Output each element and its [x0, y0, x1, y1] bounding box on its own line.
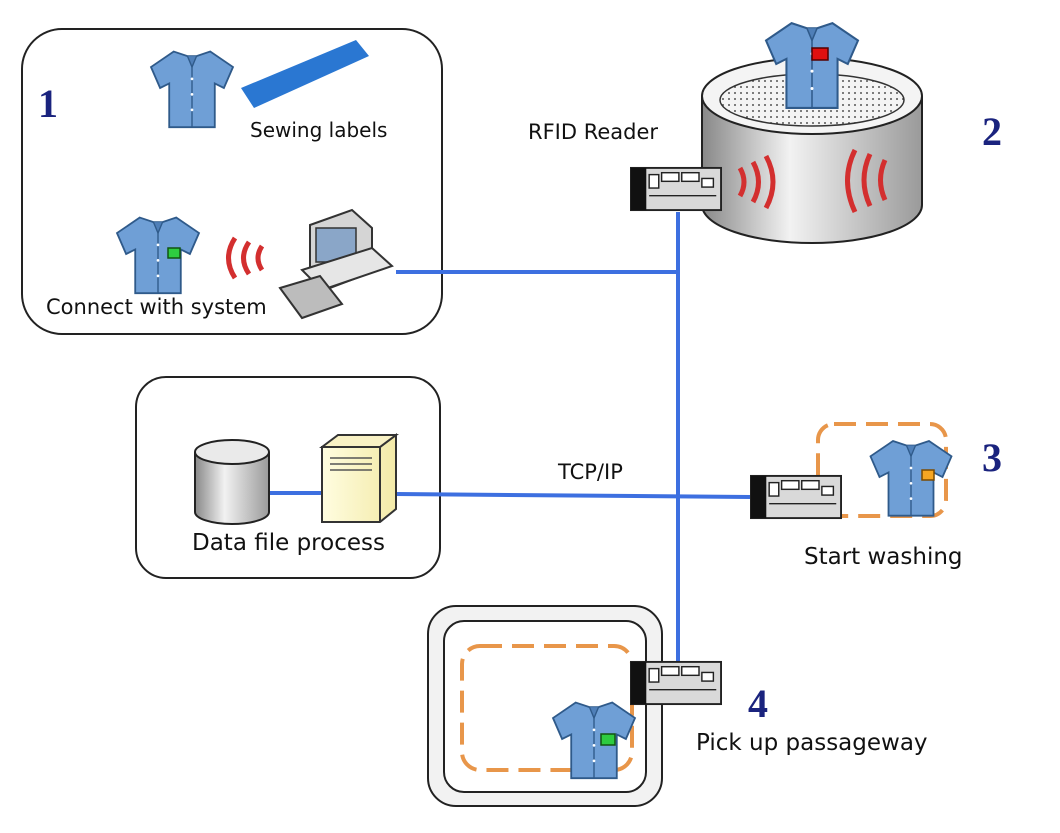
server-icon	[319, 433, 399, 523]
network-label: TCP/IP	[558, 460, 623, 484]
washing-zone-dashed	[816, 422, 948, 518]
connect-with-system-text: Connect with system	[46, 295, 267, 319]
passageway-zone-dashed	[460, 644, 634, 772]
rfid-wave-icon	[226, 236, 265, 280]
shirt-icon	[150, 50, 234, 129]
rfid-reader-icon	[750, 474, 842, 520]
database-icon	[194, 439, 270, 525]
rfid-wave-icon	[737, 148, 888, 214]
start-washing-label: Start washing	[804, 544, 963, 570]
rfid-tag-green-icon	[167, 247, 181, 259]
sewing-labels-text: Sewing labels	[250, 118, 388, 142]
step-number-4: 4	[748, 681, 768, 726]
rfid-reader-label: RFID Reader	[528, 120, 659, 144]
rfid-tag-orange-icon	[921, 469, 935, 481]
network-lines	[270, 212, 751, 664]
rfid-reader-icon	[630, 166, 722, 212]
rfid-reader-icon	[630, 660, 722, 706]
shirt-icon	[116, 216, 200, 295]
computer-icon	[278, 208, 394, 320]
data-file-box	[135, 376, 441, 579]
step-number-1: 1	[38, 81, 58, 126]
shirt-icon	[869, 440, 953, 517]
rfid-tag-red-icon	[811, 47, 829, 61]
washing-drum-icon	[701, 57, 923, 244]
sewing-label-strip-icon	[241, 40, 369, 108]
step-number-3: 3	[982, 435, 1002, 480]
step-number-2: 2	[982, 109, 1002, 154]
rfid-tag-green-icon	[600, 733, 616, 746]
step1-box	[21, 28, 443, 335]
data-file-process-label: Data file process	[192, 530, 385, 556]
pick-up-passageway-label: Pick up passageway	[696, 730, 928, 756]
